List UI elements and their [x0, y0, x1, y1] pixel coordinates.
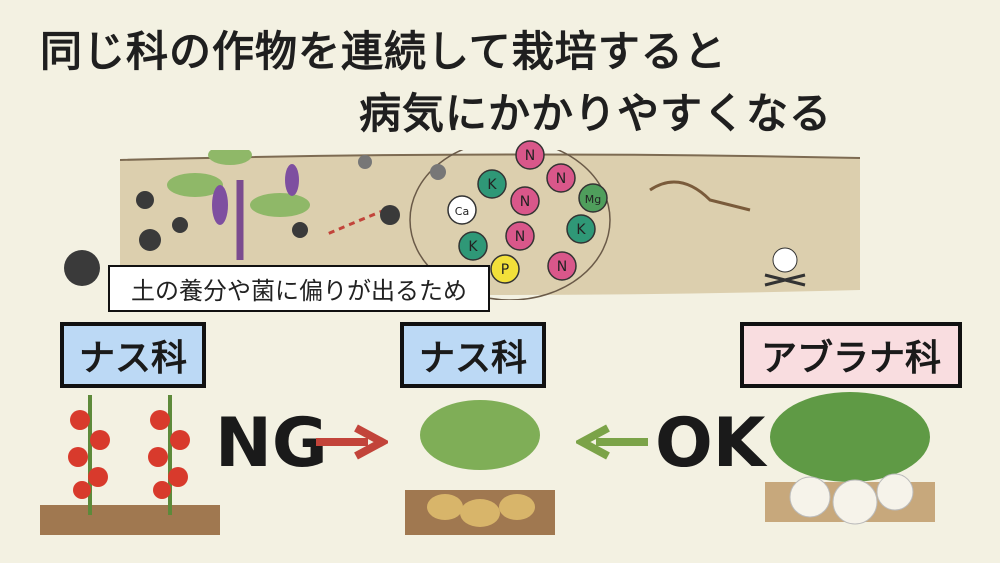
nutrient-label: K — [576, 222, 586, 238]
crop-label-1: ナス科 — [60, 322, 206, 388]
ok-arrow-icon — [576, 424, 648, 460]
soil-illustration — [120, 150, 860, 300]
nutrient-Ca: Ca — [447, 195, 477, 225]
nutrient-Mg: Mg — [578, 183, 608, 213]
nutrient-K: K — [566, 214, 596, 244]
ng-label: NG — [215, 404, 328, 483]
crop-label-2: ナス科 — [400, 322, 546, 388]
nutrient-P: P — [490, 254, 520, 284]
nutrient-label: N — [520, 194, 530, 210]
nutrient-label: Mg — [585, 193, 601, 206]
nutrient-label: Ca — [455, 205, 469, 218]
nutrient-label: N — [515, 229, 525, 245]
nutrient-label: P — [501, 262, 509, 278]
nutrient-label: N — [525, 148, 535, 164]
nutrient-K: K — [458, 231, 488, 261]
nutrient-label: N — [557, 259, 567, 275]
nutrient-N: N — [510, 186, 540, 216]
title-line-2: 病気にかかりやすくなる — [358, 89, 832, 138]
eggplant-plant — [167, 150, 310, 260]
title-line-1: 同じ科の作物を連続して栽培すると — [40, 27, 727, 76]
turnip-plants — [765, 392, 935, 525]
nutrient-label: K — [487, 177, 497, 193]
tomato-plants — [40, 395, 220, 535]
germ-icons — [64, 155, 446, 286]
ng-arrow-icon — [316, 424, 388, 460]
nutrient-N: N — [515, 140, 545, 170]
nutrient-N: N — [505, 221, 535, 251]
caption-box: 土の養分や菌に偏りが出るため — [108, 265, 490, 312]
nutrient-N: N — [547, 251, 577, 281]
potato-plant — [405, 400, 555, 535]
nutrient-K: K — [477, 169, 507, 199]
skull-icon — [764, 247, 806, 287]
crop-label-3: アブラナ科 — [740, 322, 962, 388]
ok-label: OK — [655, 404, 766, 483]
nutrient-label: K — [468, 239, 478, 255]
nutrient-label: N — [556, 171, 566, 187]
nutrient-N: N — [546, 163, 576, 193]
